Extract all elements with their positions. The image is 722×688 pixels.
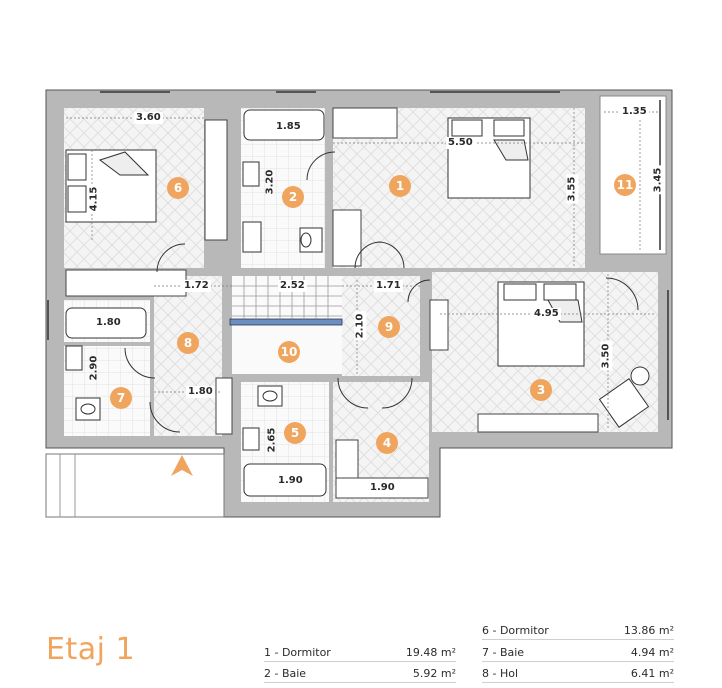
room-badge-5: 5 <box>284 422 306 444</box>
legend-item: 7 - Baie 4.94 m² <box>482 644 674 662</box>
bathtub-icon <box>65 109 327 497</box>
dim-label: 3.45 <box>652 165 665 195</box>
dim-label: 2.65 <box>266 427 278 453</box>
room-badge-2: 2 <box>282 186 304 208</box>
room-11-floor <box>604 100 662 250</box>
dim-label: 2.90 <box>88 355 100 381</box>
dim-label: 1.85 <box>276 121 301 132</box>
dim-label: 2.10 <box>354 311 367 341</box>
legend-item: 1 - Dormitor 19.48 m² <box>264 644 456 662</box>
room-badge-8: 8 <box>177 332 199 354</box>
dim-label: 3.50 <box>600 341 613 371</box>
storage-room-4 <box>335 439 359 481</box>
furniture <box>65 107 599 499</box>
doors <box>124 151 639 433</box>
dim-label: 4.15 <box>88 184 101 214</box>
bed-icon <box>447 117 531 199</box>
dim-label: 3.55 <box>566 174 579 204</box>
dim-label: 4.95 <box>532 308 561 320</box>
dim-label: 1.35 <box>620 106 649 118</box>
dim-label: 1.72 <box>182 280 211 292</box>
legend-item: 6 - Dormitor 13.86 m² <box>482 622 674 640</box>
room-8-floor <box>154 276 222 436</box>
armchair-icon <box>598 366 650 428</box>
dim-label: 1.90 <box>278 475 303 486</box>
wardrobe-room-3 <box>477 413 599 433</box>
room-badge-4: 4 <box>376 432 398 454</box>
dim-label: 5.50 <box>446 137 475 149</box>
bench <box>65 269 187 297</box>
bed-icon <box>497 281 585 367</box>
entrance-arrow-icon <box>171 455 193 476</box>
desk <box>429 299 449 351</box>
dim-label: 1.80 <box>186 386 215 398</box>
bed-icon <box>65 149 157 223</box>
dim-label: 1.90 <box>368 482 397 494</box>
room-badge-6: 6 <box>167 177 189 199</box>
floor-title: Etaj 1 <box>46 632 136 667</box>
stairs-icon <box>229 276 343 326</box>
dim-label: 1.71 <box>374 280 403 292</box>
kitchenette <box>332 107 398 139</box>
sink-icon <box>65 161 262 451</box>
shelf <box>332 209 362 267</box>
room-badge-1: 1 <box>389 175 411 197</box>
wardrobe-room-8 <box>215 377 233 435</box>
room-badge-9: 9 <box>378 316 400 338</box>
dim-label: 2.52 <box>278 280 307 292</box>
room-badge-10: 10 <box>278 341 300 363</box>
room-badge-7: 7 <box>110 387 132 409</box>
dim-label: 3.60 <box>134 112 163 124</box>
room-badge-3: 3 <box>530 379 552 401</box>
dim-label: 3.20 <box>264 169 276 195</box>
wardrobe <box>204 119 228 241</box>
legend-item: 2 - Baie 5.92 m² <box>264 665 456 683</box>
dim-label: 1.80 <box>96 317 121 328</box>
toilet-icon <box>75 227 323 421</box>
room-badge-11: 11 <box>614 174 636 196</box>
legend-item: 8 - Hol 6.41 m² <box>482 665 674 683</box>
